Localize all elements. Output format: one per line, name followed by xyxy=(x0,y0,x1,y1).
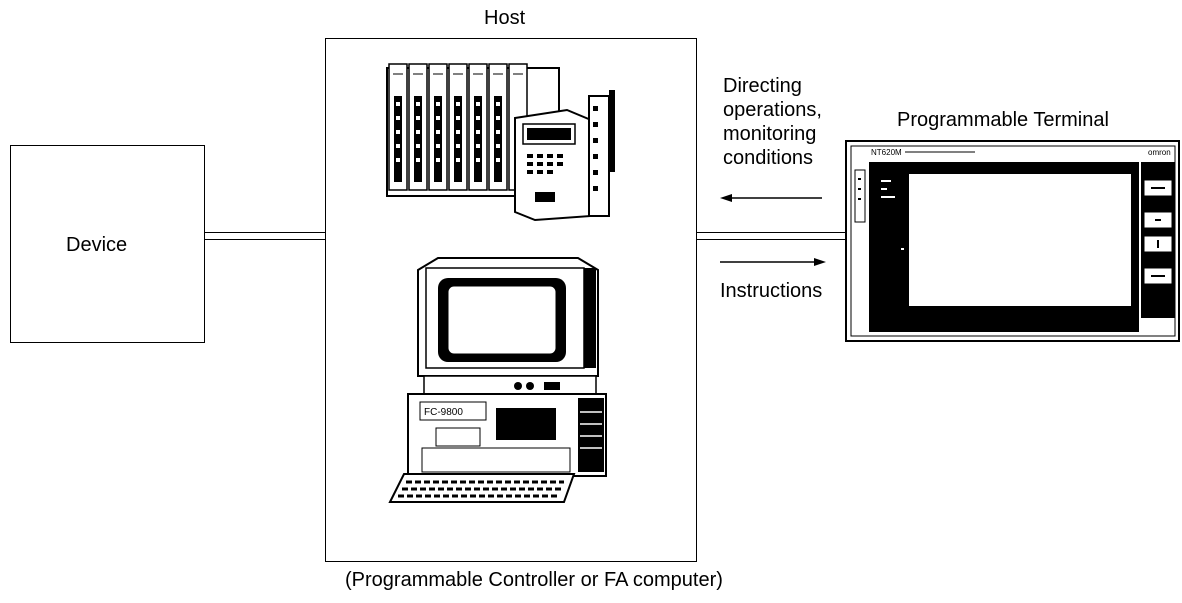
host-caption: (Programmable Controller or FA computer) xyxy=(345,569,723,591)
computer-model-label: FC-9800 xyxy=(424,407,463,418)
host-terminal-link-top xyxy=(697,232,845,233)
terminal-title: Programmable Terminal xyxy=(897,109,1109,131)
to-host-text-line-1: Directing xyxy=(723,75,802,97)
to-host-text-line-3: monitoring xyxy=(723,123,817,145)
device-box xyxy=(10,145,205,343)
programmable-terminal-illustration: NT620M omron xyxy=(845,140,1180,342)
device-host-link-bottom xyxy=(205,239,325,240)
computer-illustration: FC-9800 xyxy=(388,257,607,503)
terminal-screen-header: NT620M xyxy=(871,148,902,157)
arrow-to-host xyxy=(720,194,822,202)
terminal-brand-label: omron xyxy=(1148,148,1171,157)
device-host-link-top xyxy=(205,232,325,233)
to-host-text-line-2: operations, xyxy=(723,99,822,121)
device-label: Device xyxy=(66,234,128,256)
arrow-to-terminal xyxy=(720,258,826,266)
to-terminal-text: Instructions xyxy=(720,280,823,302)
host-title: Host xyxy=(484,7,526,29)
to-host-text-line-4: conditions xyxy=(723,147,814,169)
host-terminal-link-bottom xyxy=(697,239,845,240)
plc-illustration xyxy=(386,63,615,222)
